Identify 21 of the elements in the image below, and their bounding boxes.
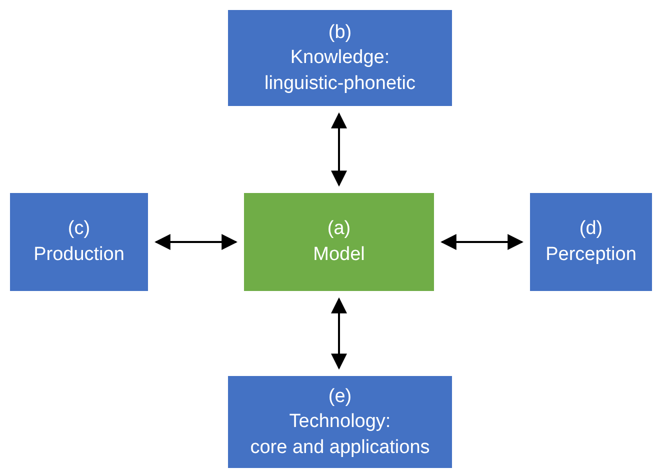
box-label: linguistic-phonetic: [264, 72, 416, 96]
model-box: [244, 193, 434, 291]
topic-box: [228, 376, 452, 468]
double-arrow: [440, 234, 524, 250]
box-label: (e): [328, 384, 352, 409]
box-label: Technology:: [289, 410, 391, 434]
box-label: Production: [34, 243, 124, 267]
box-label: Model: [313, 243, 365, 267]
box-label: core and applications: [250, 436, 430, 460]
box-label: (d): [579, 217, 603, 242]
box-label: (c): [68, 217, 90, 242]
double-arrow: [331, 112, 347, 187]
box-label: (b): [328, 20, 352, 45]
topic-box: [228, 10, 452, 106]
topic-box: [10, 193, 148, 291]
box-label: Perception: [546, 243, 636, 267]
double-arrow: [154, 234, 238, 250]
topic-box: [530, 193, 652, 291]
box-label: Knowledge:: [290, 46, 390, 70]
box-label: (a): [327, 217, 351, 242]
double-arrow: [331, 297, 347, 370]
